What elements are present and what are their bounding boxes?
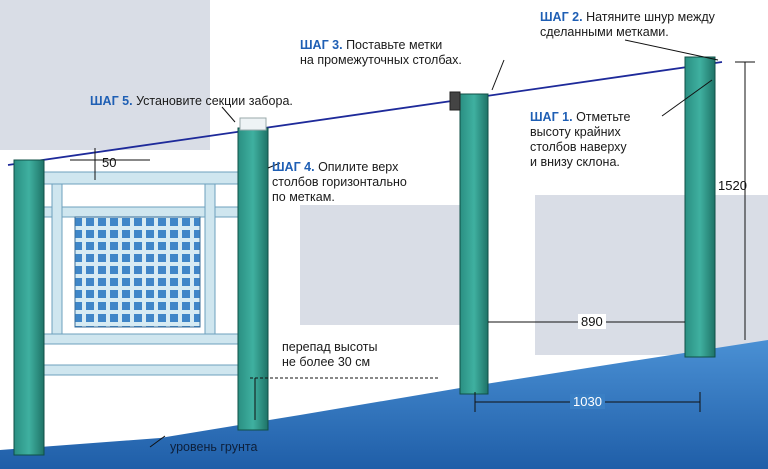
height-diff-line1: перепад высоты: [282, 340, 378, 354]
lattice-panel: [74, 216, 201, 328]
post-1: [13, 159, 45, 456]
step5-text: ШАГ 5. Установите секции забора.: [90, 94, 293, 109]
step5-line1: Установите секции забора.: [136, 94, 293, 108]
step1-label: ШАГ 1.: [530, 110, 573, 124]
height-diff-line2: не более 30 см: [282, 355, 371, 369]
step2-line1: Натяните шнур между: [586, 10, 715, 24]
ground-level-label: уровень грунта: [170, 440, 258, 454]
step4-label: ШАГ 4.: [272, 160, 315, 174]
dimension-post-height: 1520: [718, 178, 747, 193]
posts: [13, 56, 716, 456]
step3-line1: Поставьте метки: [346, 38, 443, 52]
dimension-gap: 50: [102, 155, 117, 170]
step5-label: ШАГ 5.: [90, 94, 133, 108]
step1-text: ШАГ 1. Отметьте высоту крайних столбов н…: [530, 110, 630, 170]
height-diff-note: перепад высоты не более 30 см: [282, 340, 378, 370]
step3-label: ШАГ 3.: [300, 38, 343, 52]
step1-line3: столбов наверху: [530, 140, 627, 154]
step1-line1: Отметьте: [576, 110, 631, 124]
fence-section: [39, 171, 241, 376]
dimension-span-outer: 1030: [570, 394, 605, 409]
step4-line2: столбов горизонтально: [272, 175, 407, 189]
step4-line1: Опилите верх: [318, 160, 399, 174]
step1-line2: высоту крайних: [530, 125, 621, 139]
step3-line2: на промежуточных столбах.: [300, 53, 462, 67]
post-2: [237, 127, 269, 431]
leader-lines: [149, 39, 719, 448]
ground: [0, 340, 768, 469]
step2-text: ШАГ 2. Натяните шнур между сделанными ме…: [540, 10, 715, 40]
post-4: [684, 56, 716, 358]
step3-text: ШАГ 3. Поставьте метки на промежуточных …: [300, 38, 462, 68]
step4-text: ШАГ 4. Опилите верх столбов горизонтальн…: [272, 160, 407, 205]
post-3: [459, 93, 489, 395]
string-line: [7, 61, 723, 166]
background-text: [0, 0, 768, 355]
step1-line4: и внизу склона.: [530, 155, 620, 169]
dimension-span-inner: 890: [578, 314, 606, 329]
step4-line3: по меткам.: [272, 190, 335, 204]
step2-line2: сделанными метками.: [540, 25, 669, 39]
step2-label: ШАГ 2.: [540, 10, 583, 24]
